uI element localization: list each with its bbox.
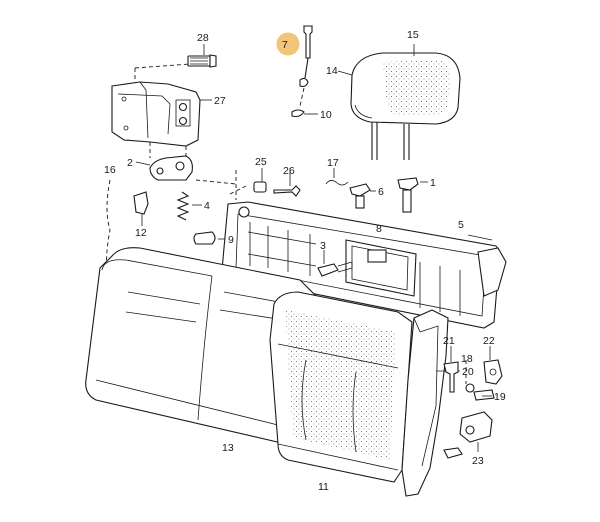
screw-3 <box>317 250 353 277</box>
callout-21: 21 <box>443 335 455 347</box>
callout-19: 19 <box>494 391 506 403</box>
hinge-bracket <box>111 61 212 181</box>
side-bolster <box>401 309 460 497</box>
hardware-23 <box>443 411 493 459</box>
bolt-28 <box>187 44 217 68</box>
callout-6: 6 <box>378 186 384 198</box>
part-12 <box>133 191 149 226</box>
callout-17: 17 <box>327 157 339 169</box>
callout-3: 3 <box>320 240 326 252</box>
callout-20: 20 <box>462 366 474 378</box>
callout-16: 16 <box>104 164 116 176</box>
hardware-22 <box>483 346 503 385</box>
callout-27: 27 <box>214 95 226 107</box>
callout-8: 8 <box>376 223 382 235</box>
callout-22: 22 <box>483 335 495 347</box>
callout-7: 7 <box>282 39 288 51</box>
parts-25-26 <box>195 168 301 200</box>
backrest-cushion-left <box>85 247 319 445</box>
callout-labels: 28 7 15 14 27 10 2 25 26 17 16 6 1 4 12 … <box>104 29 506 493</box>
callout-11: 11 <box>318 481 329 493</box>
callout-25: 25 <box>255 156 267 168</box>
callout-5: 5 <box>458 219 464 231</box>
callout-2: 2 <box>127 157 133 169</box>
strut-7 <box>291 25 318 118</box>
callout-9: 9 <box>228 234 234 246</box>
callout-13: 13 <box>222 442 234 454</box>
backrest-cushion-right <box>269 291 413 483</box>
hardware-18-19 <box>465 360 495 401</box>
callout-26: 26 <box>283 165 295 177</box>
callout-18: 18 <box>461 353 473 365</box>
bushing-9 <box>193 231 226 245</box>
headrest <box>337 44 461 160</box>
callout-15: 15 <box>407 29 419 41</box>
callout-23: 23 <box>472 455 484 467</box>
spring-4 <box>176 191 202 221</box>
callout-1: 1 <box>430 177 436 189</box>
highlight-marker <box>276 32 300 56</box>
callout-12: 12 <box>135 227 147 239</box>
callout-28: 28 <box>197 32 209 44</box>
backrest-frame <box>221 201 507 329</box>
callout-4: 4 <box>204 200 210 212</box>
callout-10: 10 <box>320 109 332 121</box>
callout-14: 14 <box>326 65 338 77</box>
hardware-21 <box>443 346 459 393</box>
parts-17-1-6 <box>325 168 428 213</box>
